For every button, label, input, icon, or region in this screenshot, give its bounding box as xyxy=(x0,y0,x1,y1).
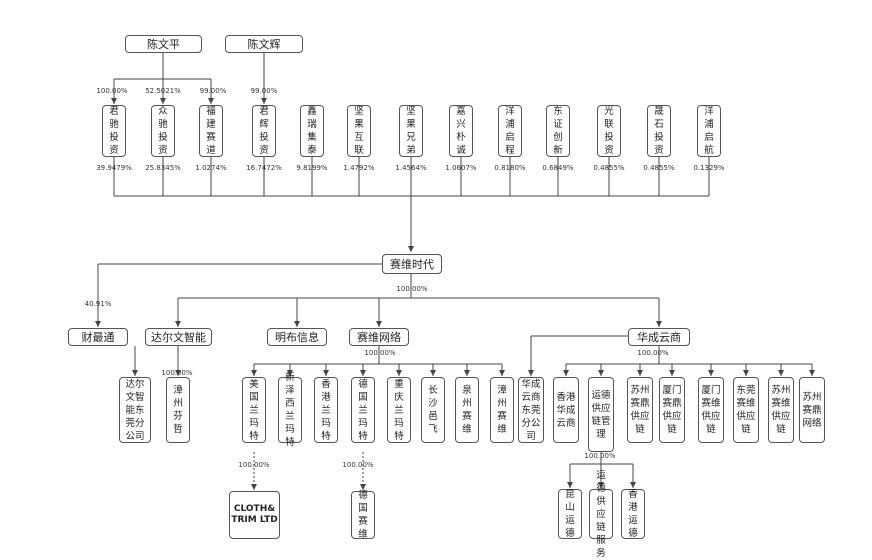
pct-fujian-top: 99.00% xyxy=(199,87,227,95)
wangluo-child: 德国兰玛特 xyxy=(351,377,375,443)
pct-wangluo: 100.00% xyxy=(364,349,396,357)
shareholder-bottom-pct: 1.4564% xyxy=(395,164,427,172)
sub-huacheng: 华成云商 xyxy=(628,328,690,346)
shareholder-box: 坚果互联 xyxy=(347,105,371,157)
shareholder-box: 嘉兴朴诚 xyxy=(449,105,473,157)
shareholder-box: 坚果兄弟 xyxy=(399,105,423,157)
shareholder-box: 君辉投资 xyxy=(252,105,276,157)
shareholder-box: 君驰投资 xyxy=(102,105,126,157)
shareholder-bottom-pct: 39.9479% xyxy=(96,164,132,172)
pct-junchi-top: 100.00% xyxy=(96,87,128,95)
pct-cloth: 100.00% xyxy=(238,461,270,469)
shareholder-bottom-pct: 0.4855% xyxy=(643,164,675,172)
shareholder-box: 光联投资 xyxy=(597,105,621,157)
shareholder-bottom-pct: 9.8199% xyxy=(296,164,328,172)
zhangzhou-fenzhe: 漳州芬哲 xyxy=(166,377,190,443)
pct-zhongchi-top: 52.5021% xyxy=(145,87,181,95)
person-chen-wenping: 陈文平 xyxy=(125,35,202,53)
person-chen-wenhui: 陈文辉 xyxy=(225,35,303,53)
shareholder-bottom-pct: 1.0274% xyxy=(195,164,227,172)
shareholder-bottom-pct: 16.7472% xyxy=(246,164,282,172)
wangluo-child: 新泽西兰玛特 xyxy=(278,372,302,448)
yunde-child: 昆山运德 xyxy=(558,489,582,539)
huacheng-child: 运德供应链管理 xyxy=(588,377,614,452)
pct-zhangzhou-fenzhe: 100.00% xyxy=(161,369,193,377)
daerwen-dongguan-branch: 达尔文智能东莞分公司 xyxy=(119,377,151,443)
shareholder-bottom-pct: 0.1329% xyxy=(693,164,725,172)
wangluo-child: 美国兰玛特 xyxy=(242,377,266,443)
wangluo-child: 泉州赛维 xyxy=(455,377,479,443)
shareholder-box: 东证创新 xyxy=(546,105,570,157)
yunde-child: 运德供应链服务 xyxy=(589,470,613,559)
huacheng-dongguan-branch: 华成云商东莞分公司 xyxy=(518,377,544,443)
shareholder-bottom-pct: 25.8345% xyxy=(145,164,181,172)
huacheng-child: 苏州赛维供应链 xyxy=(768,377,794,443)
huacheng-child: 东莞赛维供应链 xyxy=(733,377,759,443)
shareholder-bottom-pct: 1.0607% xyxy=(445,164,477,172)
shareholder-bottom-pct: 0.8180% xyxy=(494,164,526,172)
shareholder-box: 洋浦启航 xyxy=(697,105,721,157)
sub-daerwen: 达尔文智能 xyxy=(145,328,212,346)
shareholder-box: 鑫瑞集泰 xyxy=(300,105,324,157)
connector-lines xyxy=(95,53,815,490)
deguo-saiwei: 德国赛维 xyxy=(351,490,375,540)
wangluo-child: 漳州赛维 xyxy=(490,377,514,443)
huacheng-child: 香港华成云商 xyxy=(553,377,579,443)
shareholder-box: 洋浦启程 xyxy=(498,105,522,157)
sub-saiwei-wangluo: 赛维网络 xyxy=(349,328,409,346)
shareholder-box: 福建赛道 xyxy=(199,105,223,157)
company-saiwei-shidai: 赛维时代 xyxy=(382,254,442,274)
huacheng-child: 厦门赛维供应链 xyxy=(698,377,724,443)
pct-huacheng: 100.00% xyxy=(637,349,669,357)
pct-caizuitong: 40.91% xyxy=(84,300,112,308)
shareholder-bottom-pct: 0.4855% xyxy=(593,164,625,172)
pct-company-main: 100.00% xyxy=(396,285,428,293)
wangluo-child: 香港兰玛特 xyxy=(314,377,338,443)
wangluo-child: 重庆兰玛特 xyxy=(387,377,411,443)
wangluo-child: 长沙邑飞 xyxy=(421,377,445,443)
cloth-trim-ltd: CLOTH& TRIM LTD xyxy=(229,491,280,539)
sub-caizuitong: 财最通 xyxy=(68,328,128,346)
huacheng-child: 厦门赛鼎供应链 xyxy=(659,377,685,443)
pct-junhui-top: 99.00% xyxy=(250,87,278,95)
huacheng-child: 苏州赛鼎网络 xyxy=(799,377,825,443)
shareholder-box: 晟石投资 xyxy=(647,105,671,157)
pct-deguo: 100.00% xyxy=(342,461,374,469)
shareholder-bottom-pct: 0.6849% xyxy=(542,164,574,172)
huacheng-child: 苏州赛鼎供应链 xyxy=(627,377,653,443)
yunde-child: 香港运德 xyxy=(621,489,645,539)
shareholder-bottom-pct: 1.4792% xyxy=(343,164,375,172)
pct-yunde: 100.00% xyxy=(584,452,616,460)
shareholder-box: 众驰投资 xyxy=(151,105,175,157)
sub-mingbu: 明布信息 xyxy=(267,328,327,346)
